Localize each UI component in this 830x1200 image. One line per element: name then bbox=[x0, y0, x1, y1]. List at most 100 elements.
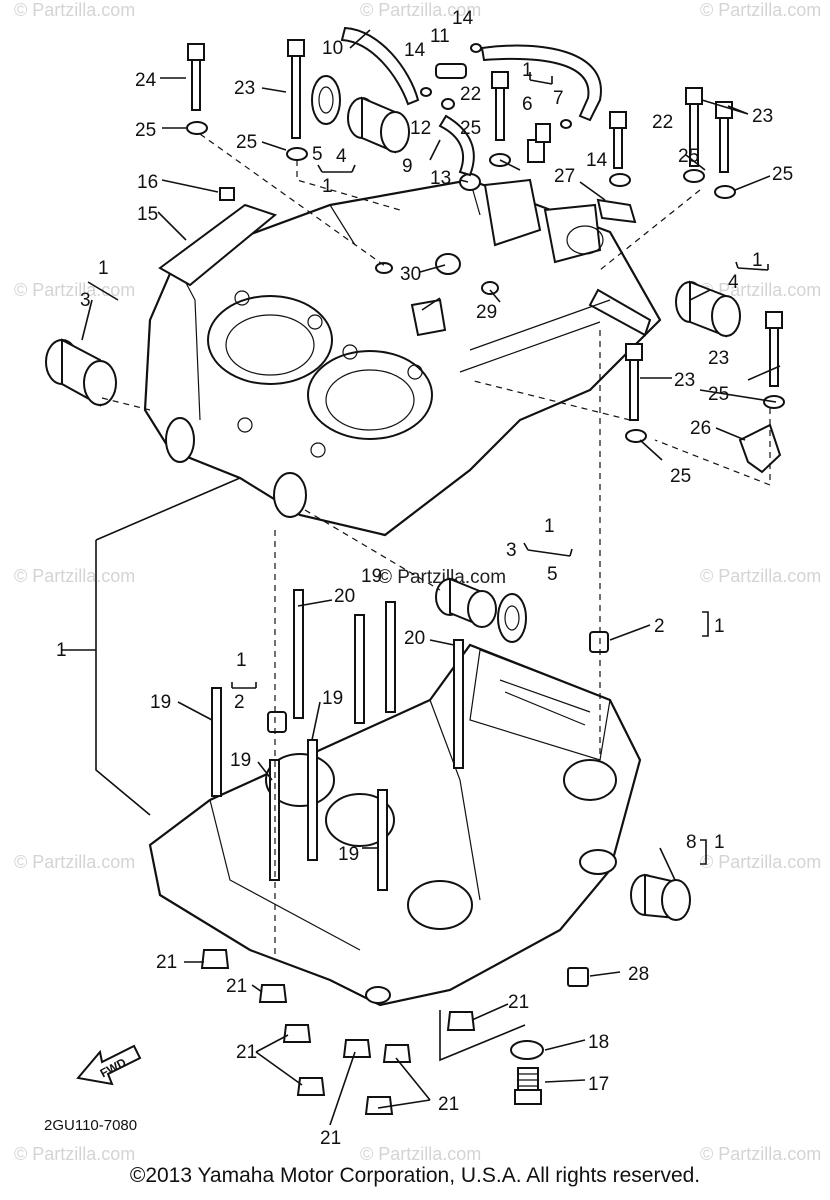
callout-18: 18 bbox=[588, 1032, 609, 1053]
hose-10 bbox=[340, 26, 420, 106]
callout-21: 21 bbox=[226, 976, 247, 997]
watermark: © Partzilla.com bbox=[700, 852, 821, 872]
screw-16 bbox=[219, 187, 235, 201]
o-ring-14 bbox=[420, 87, 432, 97]
leader-lines bbox=[62, 29, 781, 1126]
bolt-23 bbox=[685, 87, 733, 173]
bolt-22 bbox=[609, 111, 627, 169]
o-ring-14 bbox=[560, 119, 572, 129]
fitting-11 bbox=[435, 63, 467, 79]
callout-3: 3 bbox=[80, 290, 91, 311]
watermark: © Partzilla.com bbox=[700, 280, 821, 300]
callout-29: 29 bbox=[476, 302, 497, 323]
callout-24: 24 bbox=[135, 70, 157, 91]
callout-6: 6 bbox=[522, 94, 533, 115]
callout-20: 20 bbox=[404, 628, 425, 649]
callout-20: 20 bbox=[334, 586, 355, 607]
callout-1: 1 bbox=[522, 60, 533, 81]
fitting-6 bbox=[527, 123, 551, 163]
callout-25: 25 bbox=[670, 466, 691, 487]
watermark: © Partzilla.com bbox=[14, 0, 135, 20]
callout-25: 25 bbox=[772, 164, 793, 185]
callout-26: 26 bbox=[690, 418, 711, 439]
watermark-layer: © Partzilla.com © Partzilla.com © Partzi… bbox=[14, 0, 821, 1164]
o-ring-12 bbox=[441, 98, 455, 110]
watermark: © Partzilla.com bbox=[700, 566, 821, 586]
callout-1: 1 bbox=[98, 258, 109, 279]
callout-2: 2 bbox=[234, 692, 245, 713]
bolt-23 bbox=[625, 343, 643, 421]
callout-19: 19 bbox=[361, 566, 382, 587]
callout-25: 25 bbox=[678, 146, 699, 167]
watermark: © Partzilla.com bbox=[14, 566, 135, 586]
callout-1: 1 bbox=[714, 616, 725, 637]
callout-21: 21 bbox=[320, 1128, 341, 1149]
callout-8: 8 bbox=[686, 832, 697, 853]
callout-21: 21 bbox=[156, 952, 177, 973]
seal-8 bbox=[630, 873, 691, 921]
cap-13 bbox=[459, 173, 481, 191]
bolt-22 bbox=[491, 71, 509, 141]
dowel-2 bbox=[267, 711, 287, 733]
nuts-21 bbox=[200, 949, 476, 1115]
callout-1: 1 bbox=[752, 250, 763, 271]
callout-27: 27 bbox=[554, 166, 575, 187]
bracket-26 bbox=[738, 423, 782, 474]
watermark: © Partzilla.com bbox=[700, 1144, 821, 1164]
callout-23: 23 bbox=[752, 106, 773, 127]
watermark: © Partzilla.com bbox=[14, 1144, 135, 1164]
o-ring-29 bbox=[481, 281, 499, 295]
callout-14: 14 bbox=[452, 8, 474, 29]
hose-9 bbox=[438, 114, 475, 177]
callout-19: 19 bbox=[150, 692, 171, 713]
callout-11: 11 bbox=[430, 26, 450, 47]
bearing-3 bbox=[45, 338, 117, 407]
callout-3: 3 bbox=[506, 540, 517, 561]
callout-4: 4 bbox=[728, 272, 739, 293]
callout-13: 13 bbox=[430, 168, 451, 189]
fwd-arrow-icon: FWD bbox=[76, 1044, 142, 1086]
callout-1: 1 bbox=[544, 516, 555, 537]
bolt-23 bbox=[287, 39, 305, 139]
bearing-3 bbox=[435, 577, 497, 628]
callout-14: 14 bbox=[586, 150, 608, 171]
bolt-23 bbox=[765, 311, 783, 387]
o-ring-14 bbox=[470, 43, 482, 53]
watermark: © Partzilla.com bbox=[360, 1144, 481, 1164]
callout-25: 25 bbox=[460, 118, 481, 139]
drain-bolt-17 bbox=[514, 1067, 542, 1105]
seal-5 bbox=[497, 593, 527, 643]
plate-15 bbox=[158, 203, 278, 287]
callout-21: 21 bbox=[508, 992, 529, 1013]
copyright-notice: ©2013 Yamaha Motor Corporation, U.S.A. A… bbox=[129, 1164, 701, 1187]
upper-crankcase bbox=[143, 178, 662, 537]
callout-5: 5 bbox=[547, 564, 558, 585]
callout-7: 7 bbox=[553, 88, 564, 109]
callout-19: 19 bbox=[230, 750, 251, 771]
gasket-18 bbox=[510, 1040, 544, 1060]
callout-1: 1 bbox=[236, 650, 247, 671]
callout-labels: 24 23 25 25 5 4 1 10 14 11 14 22 12 25 9… bbox=[56, 8, 793, 1149]
dowel-2 bbox=[589, 631, 609, 653]
callout-25: 25 bbox=[708, 384, 729, 405]
callout-21: 21 bbox=[236, 1042, 257, 1063]
seal-4 bbox=[347, 96, 410, 154]
callout-5: 5 bbox=[312, 144, 323, 165]
callout-1: 1 bbox=[56, 640, 67, 661]
callout-16: 16 bbox=[137, 172, 158, 193]
callout-23: 23 bbox=[708, 348, 729, 369]
callout-9: 9 bbox=[402, 156, 413, 177]
callout-15: 15 bbox=[137, 204, 158, 225]
watermark: © Partzilla.com bbox=[360, 0, 481, 20]
callout-2: 2 bbox=[654, 616, 665, 637]
watermark: © Partzilla.com bbox=[14, 852, 135, 872]
callout-28: 28 bbox=[628, 964, 649, 985]
alignment-lines bbox=[101, 133, 771, 960]
sensor-bracket bbox=[410, 298, 447, 337]
callout-1: 1 bbox=[322, 176, 333, 197]
plug-28 bbox=[567, 967, 589, 987]
drawing-code: 2GU110-7080 bbox=[44, 1117, 137, 1134]
watermark: © Partzilla.com bbox=[700, 0, 821, 20]
